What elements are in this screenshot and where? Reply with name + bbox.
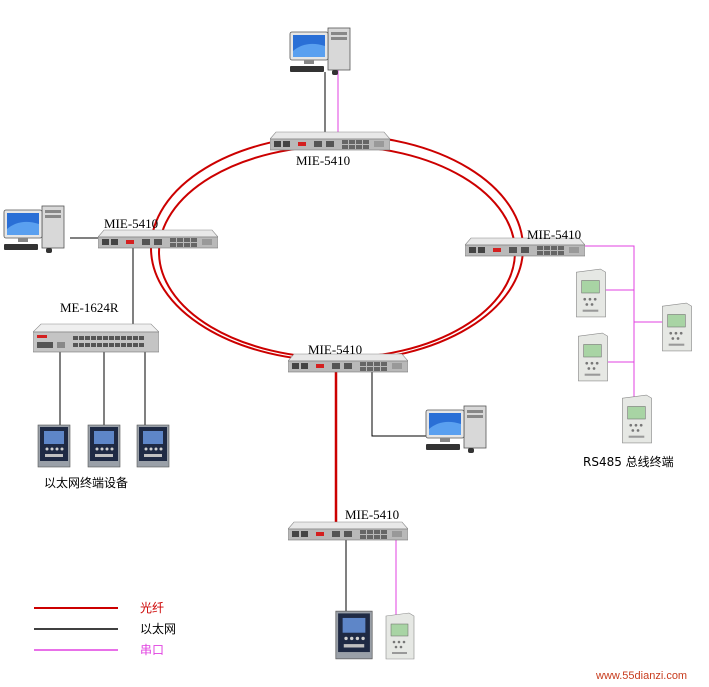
protection-relay-icon: [577, 332, 609, 382]
rs485-devices-caption: RS485 总线终端: [583, 454, 674, 469]
legend-serial-label: 串口: [140, 643, 164, 657]
switch-label-top: MIE-5410: [296, 153, 350, 168]
ethernet-links: [59, 72, 428, 612]
network-switch-icon: [288, 521, 408, 541]
computer-icon: [289, 27, 351, 76]
legend-ethernet-label: 以太网: [140, 621, 176, 636]
protection-relay-icon: [37, 424, 71, 468]
protection-relay-icon: [136, 424, 170, 468]
legend: 光纤 以太网 串口: [34, 601, 176, 657]
switch-label-bottom: MIE-5410: [345, 507, 399, 522]
fiber-ring-inner: [158, 145, 516, 359]
watermark: www.55dianzi.com: [595, 670, 687, 682]
aggregation-switch-icon: [33, 323, 159, 353]
protection-relay-icon: [575, 268, 607, 318]
protection-relay-icon: [661, 302, 693, 352]
protection-relay-icon: [385, 612, 415, 660]
network-switch-icon: [270, 131, 390, 151]
protection-relay-icon: [87, 424, 121, 468]
protection-relay-icon: [335, 610, 373, 660]
switch-label-left: MIE-5410: [104, 216, 158, 231]
ethernet-devices-caption: 以太网终端设备: [44, 475, 128, 490]
legend-fiber-label: 光纤: [140, 601, 164, 615]
aggregator-label: ME-1624R: [60, 300, 119, 315]
switch-label-middle: MIE-5410: [308, 342, 362, 357]
computer-icon: [3, 205, 65, 254]
computer-icon: [425, 405, 487, 454]
network-switch-icon: [98, 229, 218, 249]
protection-relay-icon: [621, 394, 653, 444]
switch-label-right: MIE-5410: [527, 227, 581, 242]
